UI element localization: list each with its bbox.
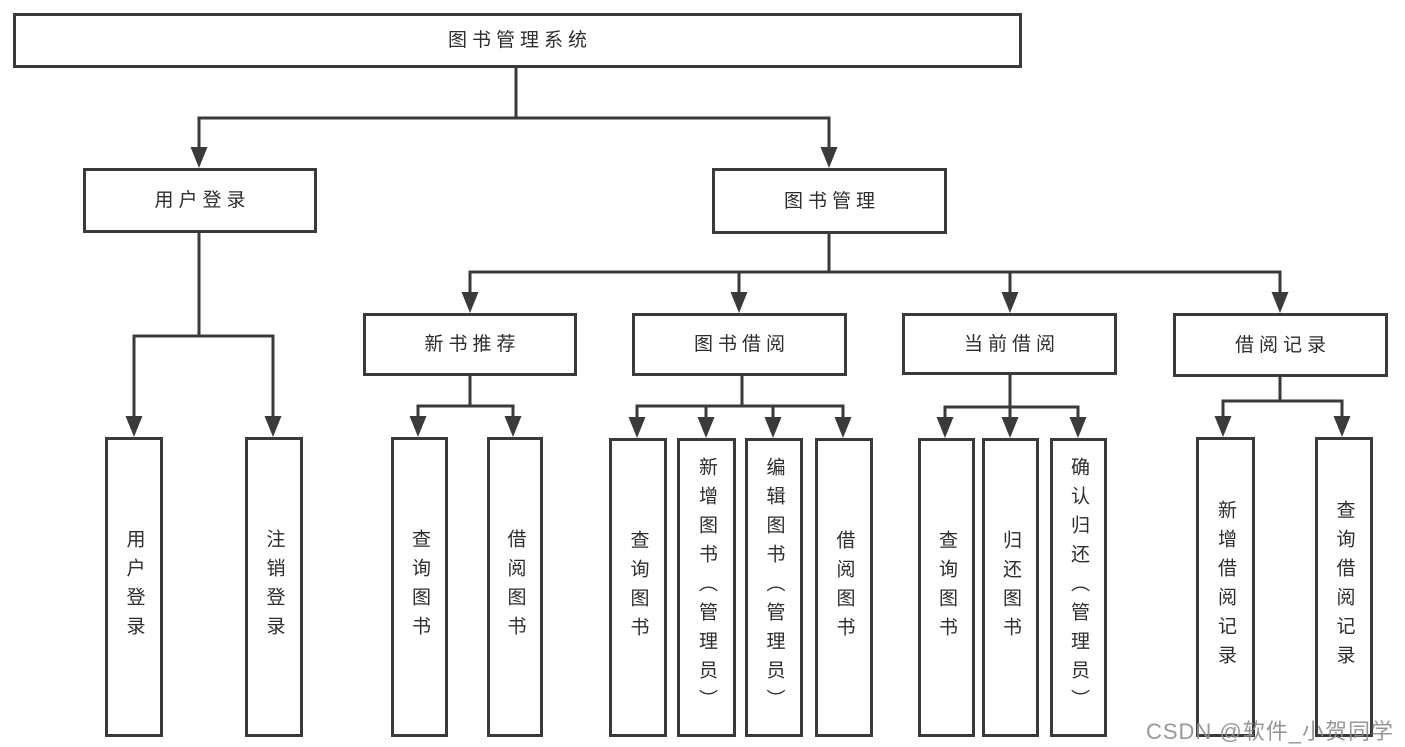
leaf-user-login: 用户登录 [105, 437, 163, 737]
arrow-down-icon [1214, 416, 1232, 437]
node-current-borrow: 当前借阅 [902, 313, 1117, 375]
node-book-borrow: 图书借阅 [632, 313, 847, 376]
arrow-down-icon [628, 417, 646, 438]
arrow-down-icon [834, 417, 852, 438]
leaf-query-borrow-record: 查询借阅记录 [1315, 437, 1373, 737]
arrow-down-icon [1069, 417, 1087, 438]
leaf-query-book-current: 查询图书 [918, 438, 975, 737]
leaf-borrow-book-recommend: 借阅图书 [487, 437, 543, 737]
node-new-book-recommend: 新书推荐 [363, 313, 577, 376]
arrow-down-icon [504, 416, 522, 437]
watermark: CSDN @软件_小贺同学 [1145, 719, 1394, 744]
leaf-query-book-borrow: 查询图书 [609, 438, 667, 737]
arrow-down-icon [730, 292, 748, 313]
arrow-down-icon [1001, 417, 1019, 438]
leaf-add-borrow-record: 新增借阅记录 [1196, 437, 1255, 737]
node-borrow-record: 借阅记录 [1173, 313, 1388, 377]
arrow-down-icon [1271, 292, 1289, 313]
leaf-return-book: 归还图书 [982, 438, 1039, 737]
arrow-down-icon [1333, 416, 1351, 437]
arrow-down-icon [697, 417, 715, 438]
leaf-confirm-return-admin: 确认归还（管理员） [1050, 438, 1107, 737]
node-library-management-system: 图书管理系统 [13, 13, 1022, 68]
arrow-down-icon [1001, 292, 1019, 313]
connector-lines [132, 66, 1344, 422]
arrow-down-icon [125, 416, 143, 437]
arrow-down-icon [461, 292, 479, 313]
arrow-down-icon [764, 417, 782, 438]
leaf-add-book-admin: 新增图书（管理员） [677, 438, 736, 737]
leaf-logout: 注销登录 [245, 437, 303, 737]
arrow-down-icon [936, 417, 954, 438]
arrow-down-icon [820, 147, 838, 168]
arrow-down-icon [409, 416, 427, 437]
arrowhead-icons [125, 147, 1351, 438]
leaf-borrow-book: 借阅图书 [815, 438, 873, 737]
node-user-login: 用户登录 [83, 168, 317, 233]
leaf-query-book-recommend: 查询图书 [391, 437, 448, 737]
arrow-down-icon [190, 147, 208, 168]
node-book-management: 图书管理 [712, 168, 947, 234]
leaf-edit-book-admin: 编辑图书（管理员） [745, 438, 803, 737]
arrow-down-icon [264, 416, 282, 437]
